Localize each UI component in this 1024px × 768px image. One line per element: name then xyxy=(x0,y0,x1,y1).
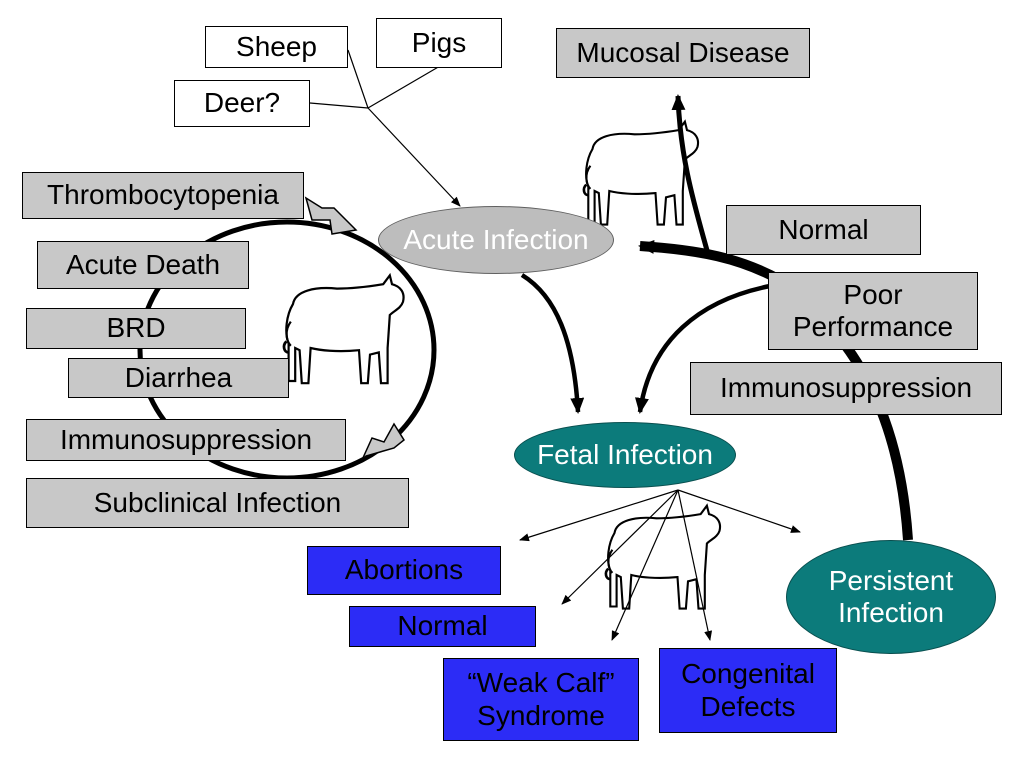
poor-performance-box: Poor Performance xyxy=(768,272,978,350)
mucosal-disease-box: Mucosal Disease xyxy=(556,28,810,78)
fetal-to-normal-arrow xyxy=(561,489,679,605)
subclinical-infection-box: Subclinical Infection xyxy=(26,478,409,528)
acute-infection-ellipse: Acute Infection xyxy=(378,206,614,274)
thrombocytopenia-box: Thrombocytopenia xyxy=(22,172,304,219)
fetal-to-congenital-arrow xyxy=(677,489,713,641)
sheep-box: Sheep xyxy=(205,26,348,68)
immunosuppression-right-box: Immunosuppression xyxy=(690,362,1002,415)
congenital-defects-box: Congenital Defects xyxy=(659,648,837,733)
cow-outline-icon xyxy=(282,274,405,385)
cycle-block-arrow-top xyxy=(304,196,358,235)
fetal-to-persistent-arrow xyxy=(677,489,801,533)
sheep-connector xyxy=(347,49,369,109)
brd-box: BRD xyxy=(26,308,246,349)
cycle-block-arrow-bottom xyxy=(361,422,405,461)
cow-outline-icon xyxy=(604,504,722,610)
persistent-to-fetal-arrow xyxy=(635,283,771,414)
pigs-box: Pigs xyxy=(376,18,502,68)
to-mucosal-arrow xyxy=(671,94,711,255)
persistent-infection-ellipse: Persistent Infection xyxy=(786,540,996,654)
abortions-box: Abortions xyxy=(307,546,501,595)
fetal-infection-ellipse: Fetal Infection xyxy=(514,422,736,488)
fetal-to-weak-calf-arrow xyxy=(611,489,679,641)
normal-right-box: Normal xyxy=(726,205,921,255)
diarrhea-box: Diarrhea xyxy=(68,358,289,398)
fetal-to-abortions-arrow xyxy=(519,489,679,542)
acute-to-fetal-arrow xyxy=(520,273,585,414)
deer-box: Deer? xyxy=(174,80,310,127)
deer-connector xyxy=(309,102,369,109)
normal-fetal-box: Normal xyxy=(349,606,536,647)
acute-death-box: Acute Death xyxy=(37,241,249,289)
host-to-acute-arrow xyxy=(367,107,461,207)
pigs-connector xyxy=(367,65,441,109)
weak-calf-syndrome-box: “Weak Calf” Syndrome xyxy=(443,658,639,741)
immunosuppression-left-box: Immunosuppression xyxy=(26,419,346,461)
